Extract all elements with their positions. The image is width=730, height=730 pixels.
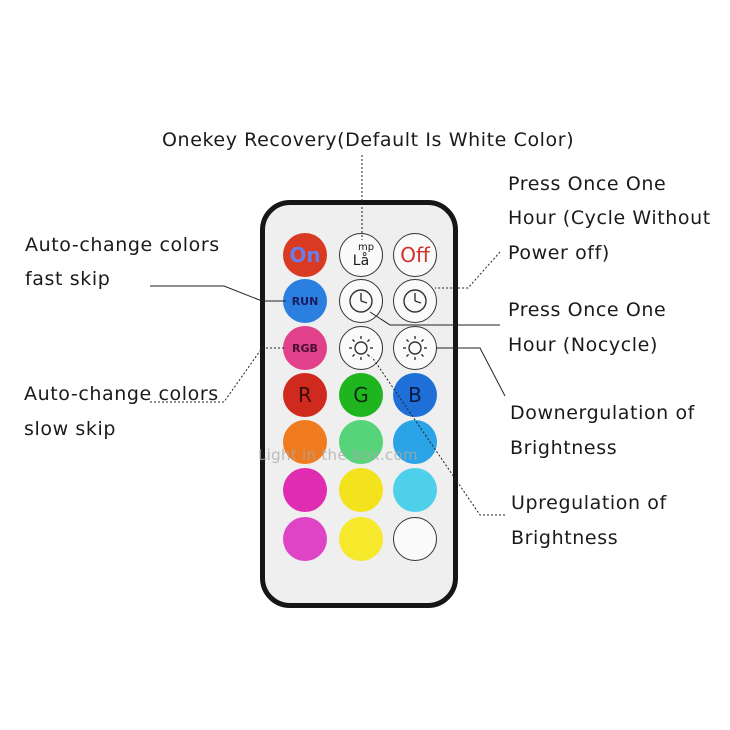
clock-icon: [403, 289, 427, 313]
label-fast-skip-line2: fast skip: [25, 268, 111, 290]
white-color-button[interactable]: [393, 517, 437, 561]
brightness-down-button[interactable]: [393, 326, 437, 370]
label-cycle-line2: Hour (Cycle Without: [508, 207, 711, 229]
callout-fast-skip: [150, 285, 286, 302]
cyan-color-button[interactable]: [393, 468, 437, 512]
lamp-mode-button[interactable]: mp Lå: [339, 233, 383, 277]
label-brightness-down-line2: Brightness: [510, 437, 618, 459]
watermark: Light in the box.com: [258, 446, 418, 464]
orange-color-button[interactable]: [283, 420, 327, 464]
label-nocycle-line1: Press Once One: [508, 299, 667, 321]
label-brightness-up-line1: Upregulation of: [511, 492, 667, 514]
label-slow-skip-line1: Auto-change colors: [24, 383, 219, 405]
pink-color-button[interactable]: [283, 517, 327, 561]
label-cycle-line3: Power off): [508, 242, 610, 264]
callout-brightness-down: [436, 347, 506, 397]
sun-icon: [349, 336, 373, 360]
yellow-color-button[interactable]: [339, 468, 383, 512]
timer-cycle-button[interactable]: [393, 279, 437, 323]
off-button[interactable]: Off: [393, 233, 437, 277]
clock-icon: [349, 289, 373, 313]
bright-yellow-color-button[interactable]: [339, 517, 383, 561]
light-green-color-button[interactable]: [339, 420, 383, 464]
callout-nocycle-timer: [369, 311, 500, 326]
on-button[interactable]: On: [283, 233, 327, 277]
label-brightness-up-line2: Brightness: [511, 527, 619, 549]
callout-brightness-up: [371, 356, 505, 516]
blue-button[interactable]: B: [393, 373, 437, 417]
label-nocycle-line2: Hour (Nocycle): [508, 334, 658, 356]
label-cycle-line1: Press Once One: [508, 173, 667, 195]
label-brightness-down-line1: Downergulation of: [510, 402, 695, 424]
magenta-color-button[interactable]: [283, 468, 327, 512]
callout-cycle-timer: [435, 251, 501, 289]
lamp-mode-top-text: mp: [357, 241, 375, 253]
run-button[interactable]: RUN: [283, 279, 327, 323]
sun-icon: [403, 336, 427, 360]
lamp-mode-bottom-text: Lå: [352, 252, 370, 269]
callout-slow-skip: [150, 347, 286, 403]
red-button[interactable]: R: [283, 373, 327, 417]
label-onekey-recovery: Onekey Recovery(Default Is White Color): [162, 129, 575, 151]
label-fast-skip-line1: Auto-change colors: [25, 234, 220, 256]
label-slow-skip-line2: slow skip: [24, 418, 117, 440]
rgb-button[interactable]: RGB: [283, 326, 327, 370]
green-button[interactable]: G: [339, 373, 383, 417]
